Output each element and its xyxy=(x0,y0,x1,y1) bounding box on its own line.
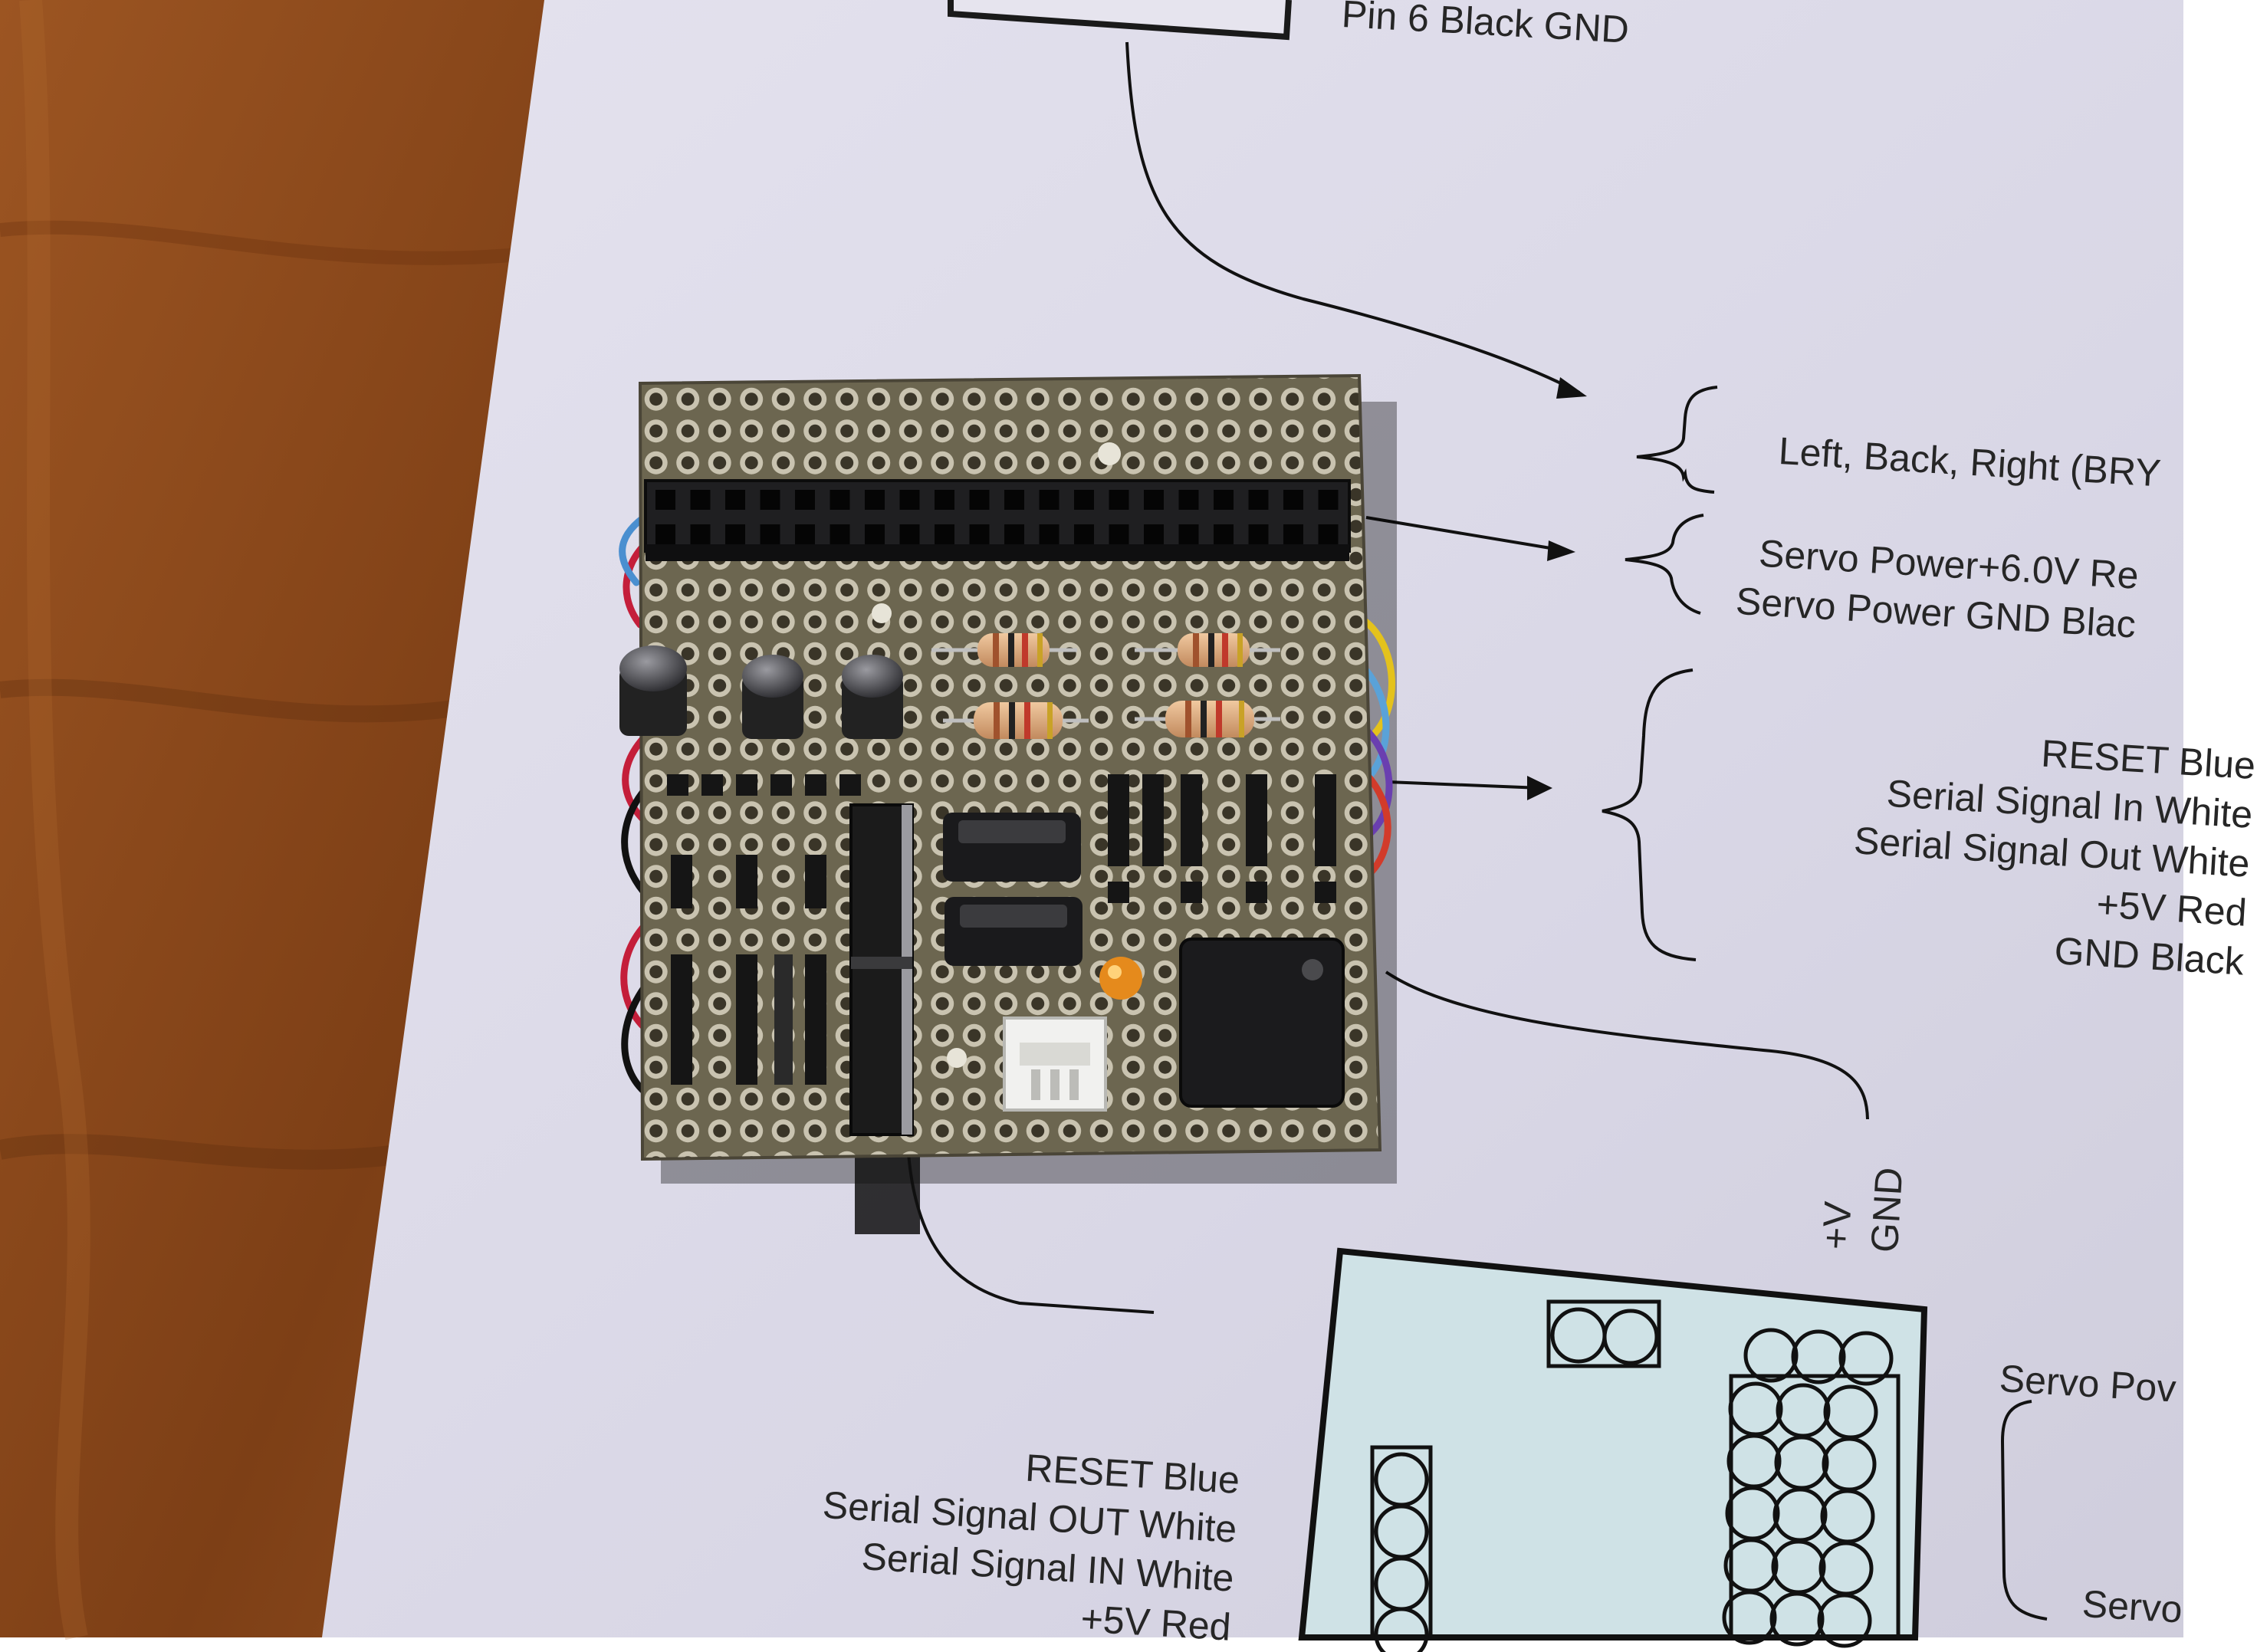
label-servo-fragment: Servo xyxy=(2081,1579,2183,1634)
switches xyxy=(943,813,1083,966)
printed-box-top xyxy=(948,0,1292,41)
male-headers xyxy=(667,774,1336,1085)
capacitors xyxy=(619,645,903,739)
circuit-board-photo xyxy=(0,0,2183,1652)
label-text: Servo Pov xyxy=(1998,1356,2178,1411)
label-servo-pow-fragment: Servo Pov xyxy=(1998,1354,2177,1414)
label-text: GND xyxy=(1862,1166,1911,1254)
resistors xyxy=(931,633,1280,739)
label-text: Servo xyxy=(2081,1581,2184,1631)
pin-header xyxy=(644,479,1351,553)
printed-board-diagram xyxy=(1298,1247,1928,1641)
led xyxy=(1099,957,1142,1000)
label-power-vertical: +V GND xyxy=(1811,1163,1914,1254)
label-serial-right: RESET Blue Serial Signal In White Serial… xyxy=(1737,711,2257,987)
label-serial-bottom: RESET Blue Serial Signal OUT White Seria… xyxy=(724,1426,1241,1652)
black-module xyxy=(1179,938,1345,1108)
label-text: +V xyxy=(1813,1200,1860,1251)
